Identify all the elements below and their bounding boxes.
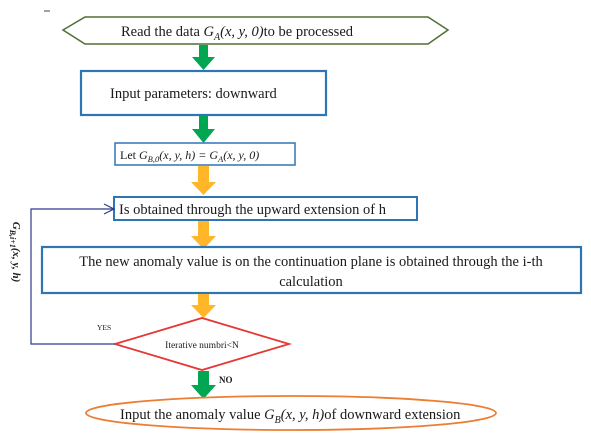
let-symbol-2: G xyxy=(209,148,218,162)
let-args-2: (x, y, 0) xyxy=(223,148,259,162)
upward-extension-text: Is obtained through the upward extension… xyxy=(119,202,387,218)
svg-text:GB,i+1(x, y, h): GB,i+1(x, y, h) xyxy=(8,222,22,283)
let-prefix: Let xyxy=(120,148,139,162)
yes-loop-arrowhead xyxy=(103,203,116,215)
yes-label: YES xyxy=(97,323,111,332)
flow-arrow-5 xyxy=(191,294,216,318)
let-equation-box xyxy=(114,142,296,166)
read-data-subscript: A xyxy=(213,32,221,43)
read-data-suffix: to be processed xyxy=(264,24,354,40)
output-ellipse xyxy=(85,395,497,431)
anomaly-calculation-box xyxy=(40,245,583,295)
iteration-decision-text: Iterative numbri<N xyxy=(165,341,239,351)
let-args-1: (x, y, h) = xyxy=(159,148,209,162)
loop-symbol: G xyxy=(10,222,22,230)
read-data-symbol: G xyxy=(204,24,215,40)
input-parameters-box xyxy=(79,69,328,117)
read-data-args: (x, y, 0) xyxy=(220,24,264,40)
flow-arrow-3 xyxy=(191,166,216,195)
yes-loop-connector xyxy=(30,208,115,345)
let-subscript-1: B,0 xyxy=(148,154,160,164)
read-data-prefix: Read the data xyxy=(121,24,204,40)
input-parameters-text: Input parameters: downward xyxy=(110,86,277,102)
iteration-decision-diamond xyxy=(111,317,293,371)
output-text: Input the anomaly value GB(x, y, h)of do… xyxy=(120,407,461,426)
read-data-text: Read the data GA(x, y, 0)to be processed xyxy=(121,24,354,43)
loop-expression: GB,i+1(x, y, h) xyxy=(8,222,22,283)
output-suffix: of downward extension xyxy=(324,407,461,423)
anomaly-calculation-line-1: The new anomaly value is on the continua… xyxy=(79,254,543,270)
flow-arrow-1 xyxy=(192,45,215,70)
output-subscript: B xyxy=(275,415,281,426)
let-equation-text: Let GB,0(x, y, h) = GA(x, y, 0) xyxy=(120,148,259,164)
anomaly-calculation-line-2: calculation xyxy=(279,274,343,290)
let-subscript-2: A xyxy=(217,154,224,164)
flow-arrow-no xyxy=(191,371,216,399)
output-args: (x, y, h) xyxy=(281,407,325,423)
no-label: NO xyxy=(219,375,233,385)
flow-arrow-2 xyxy=(192,116,215,143)
output-symbol: G xyxy=(264,407,275,423)
loop-subscript: B,i+1 xyxy=(8,229,17,248)
output-prefix: Input the anomaly value xyxy=(120,407,264,423)
loop-args: (x, y, h) xyxy=(10,248,22,282)
read-data-hexagon xyxy=(61,16,450,45)
let-symbol-1: G xyxy=(139,148,148,162)
flow-arrow-4 xyxy=(191,221,216,249)
